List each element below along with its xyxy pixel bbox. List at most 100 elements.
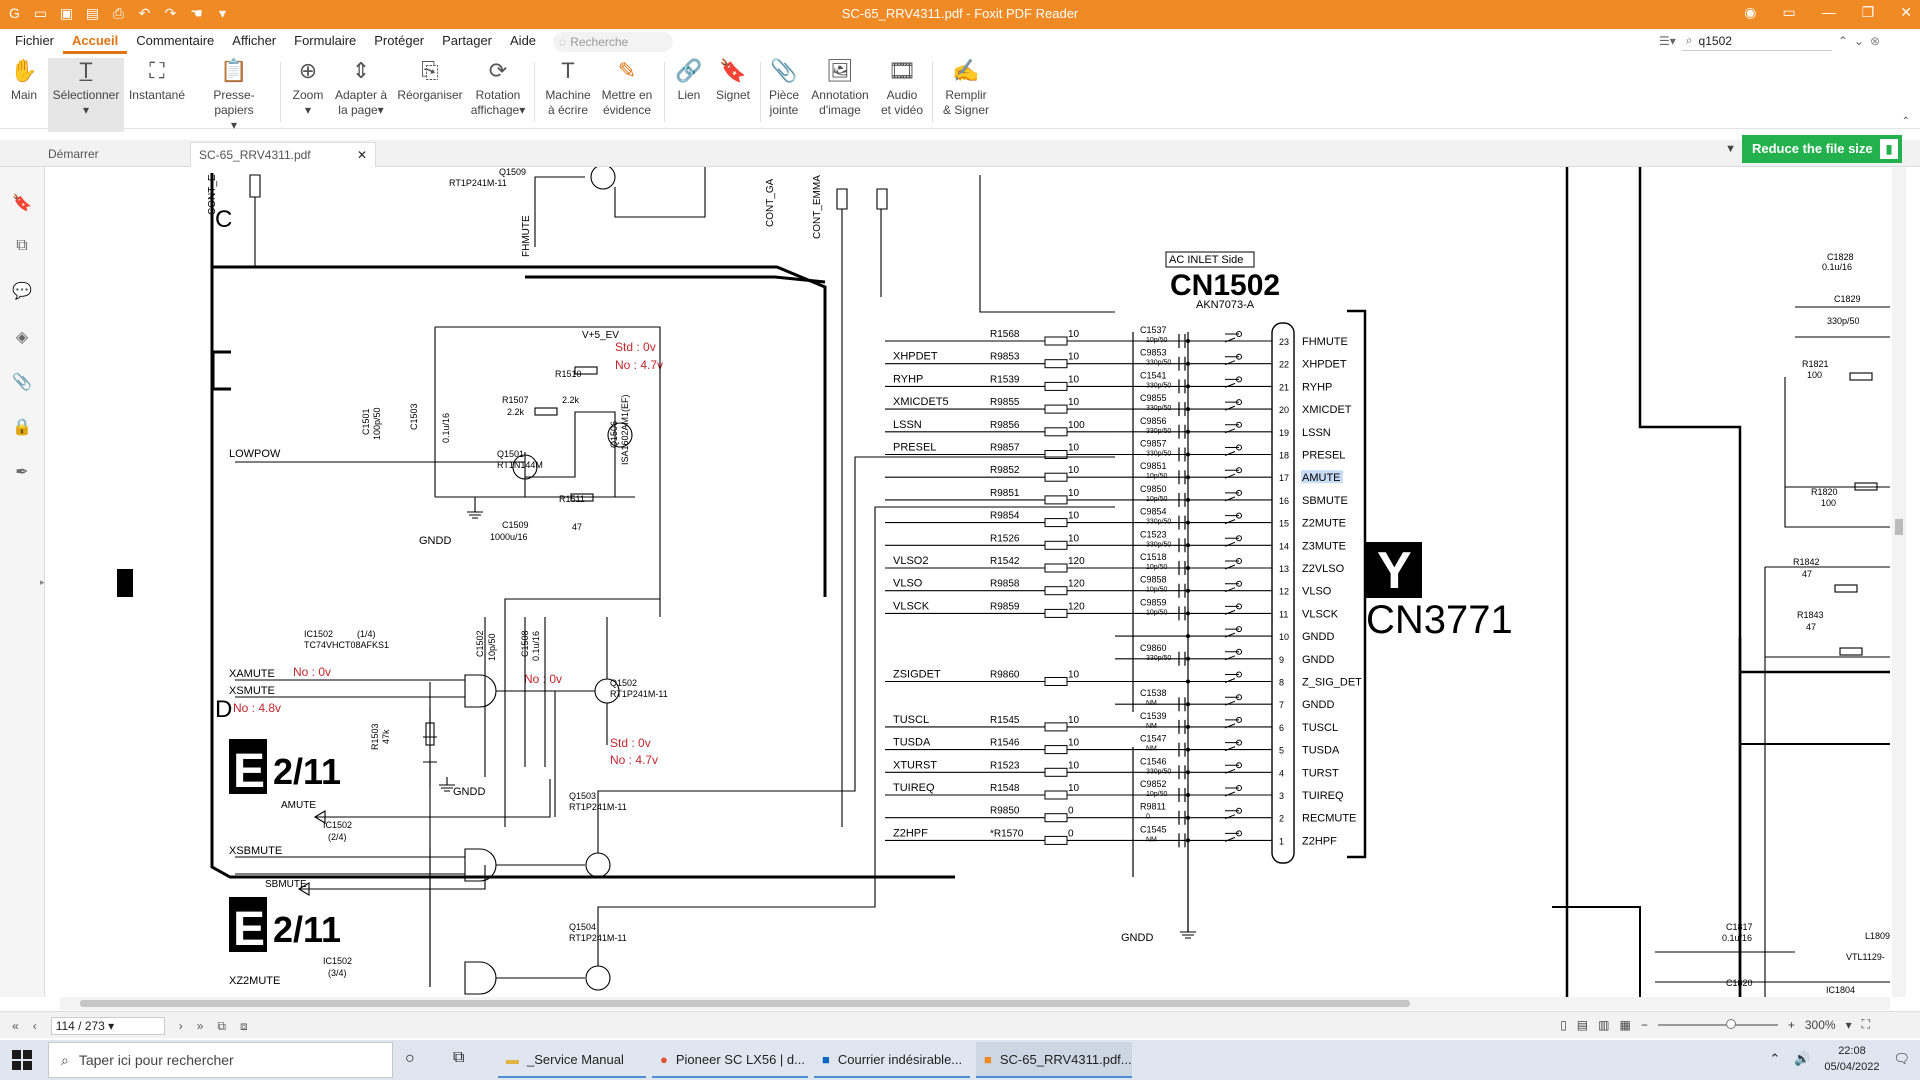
- next-page-icon[interactable]: ›: [178, 1019, 183, 1033]
- search-options-icon[interactable]: ☰▾: [1659, 34, 1676, 48]
- find-next-icon[interactable]: ⌄: [1853, 34, 1864, 48]
- junction-dot: [1186, 566, 1190, 570]
- tray-chevron-icon[interactable]: ⌃: [1769, 1051, 1781, 1066]
- find-clear-icon[interactable]: ⊗: [1869, 34, 1880, 48]
- c1817-ref: C1817: [1726, 922, 1753, 932]
- select-tool-button[interactable]: T̲ Sélectionner▾: [48, 58, 124, 132]
- save-icon[interactable]: ▣: [59, 5, 74, 21]
- resistor: [1044, 495, 1068, 505]
- print-icon[interactable]: ⎙: [112, 5, 125, 21]
- hand-tool-button[interactable]: ✋ Main: [6, 58, 42, 128]
- taskbar-item-explorer[interactable]: ▬ _Service Manual: [498, 1042, 646, 1078]
- zoom-slider[interactable]: [1657, 1018, 1778, 1029]
- resistor-value: 10: [1068, 783, 1080, 794]
- zoom-in-icon[interactable]: +: [1787, 1017, 1795, 1032]
- clock[interactable]: 22:08 05/04/2022: [1824, 1043, 1879, 1075]
- fullscreen-icon[interactable]: ⛶: [1861, 1017, 1870, 1031]
- tell-me-search[interactable]: ◌ Recherche: [553, 31, 674, 52]
- tab-list-dropdown-icon[interactable]: ▼: [1725, 143, 1736, 155]
- bookmark-button[interactable]: 🔖 Signet: [708, 58, 758, 128]
- fill-sign-button[interactable]: ✍ Remplir& Signer: [938, 58, 994, 128]
- bookmark-panel-icon[interactable]: 🔖: [12, 195, 32, 212]
- resistor-value: 10: [1068, 397, 1080, 408]
- collapse-ribbon-icon[interactable]: ⌃: [1901, 116, 1910, 127]
- continuous-facing-icon[interactable]: ▦: [1619, 1017, 1631, 1032]
- cortana-icon[interactable]: ○: [405, 1050, 415, 1067]
- zoom-dropdown-icon[interactable]: ▾: [1845, 1017, 1852, 1032]
- vertical-scroll-thumb[interactable]: [1895, 519, 1903, 535]
- zoom-level[interactable]: 300%: [1804, 1017, 1836, 1032]
- zoom-button[interactable]: ⊕ Zoom▾: [288, 58, 328, 128]
- open-folder-icon[interactable]: ▭: [33, 5, 48, 21]
- attachments-panel-icon[interactable]: 📎: [12, 374, 32, 391]
- clipboard-button[interactable]: 📋 Presse-papiers▾: [194, 58, 274, 132]
- menu-fichier[interactable]: Fichier: [15, 33, 55, 48]
- customize-icon[interactable]: ▾: [218, 5, 227, 21]
- snapshot-button[interactable]: ⛶ Instantané: [126, 58, 188, 128]
- redo-icon[interactable]: ↷: [164, 5, 177, 21]
- horizontal-scroll-thumb[interactable]: [80, 1000, 1410, 1007]
- copy-page-icon[interactable]: ⧉: [217, 1018, 226, 1033]
- link-button[interactable]: 🔗 Lien: [672, 58, 706, 128]
- taskbar-item-outlook[interactable]: ■ Courrier indésirable...: [814, 1042, 970, 1078]
- minimize-icon[interactable]: —: [1821, 4, 1836, 20]
- horizontal-scrollbar[interactable]: [60, 997, 1890, 1010]
- menu-afficher[interactable]: Afficher: [232, 33, 277, 48]
- resistor: [1044, 745, 1068, 755]
- taskbar-item-foxit[interactable]: ■ SC-65_RRV4311.pdf...: [976, 1042, 1132, 1078]
- single-page-icon[interactable]: ▯: [1560, 1017, 1567, 1032]
- undo-icon[interactable]: ↶: [138, 5, 151, 21]
- signature-panel-icon[interactable]: ✒: [15, 464, 29, 481]
- hand-menu-icon[interactable]: ☚: [190, 5, 203, 21]
- tab-document[interactable]: SC-65_RRV4311.pdf ✕: [190, 142, 376, 167]
- comments-panel-icon[interactable]: 💬: [12, 283, 32, 300]
- tab-start[interactable]: Démarrer: [40, 142, 190, 167]
- menu-commentaire[interactable]: Commentaire: [136, 33, 215, 48]
- facing-page-icon[interactable]: ▥: [1598, 1017, 1610, 1032]
- task-view-icon[interactable]: ⧉: [453, 1049, 465, 1066]
- paste-page-icon[interactable]: ⧈: [239, 1018, 248, 1033]
- pages-panel-icon[interactable]: ⧉: [16, 237, 28, 254]
- zoom-out-icon[interactable]: −: [1640, 1017, 1648, 1032]
- security-panel-icon[interactable]: 🔒: [12, 419, 32, 436]
- restore-icon[interactable]: ❐: [1861, 4, 1875, 20]
- layers-panel-icon[interactable]: ◈: [15, 329, 29, 346]
- continuous-page-icon[interactable]: ▤: [1576, 1017, 1589, 1032]
- find-prev-icon[interactable]: ⌃: [1837, 34, 1848, 48]
- menu-formulaire[interactable]: Formulaire: [294, 33, 357, 48]
- page-number-input[interactable]: 114 / 273 ▾: [50, 1017, 165, 1035]
- volume-icon[interactable]: 🔊: [1794, 1051, 1811, 1066]
- close-icon[interactable]: ✕: [1900, 4, 1912, 20]
- find-input[interactable]: ⌕ q1502: [1681, 31, 1832, 51]
- first-page-icon[interactable]: «: [12, 1019, 19, 1033]
- menu-partager[interactable]: Partager: [442, 33, 493, 48]
- zoom-slider-knob[interactable]: [1725, 1018, 1736, 1029]
- windows-start-icon[interactable]: [12, 1050, 32, 1070]
- reduce-file-size-banner[interactable]: Reduce the file size ▮: [1742, 135, 1902, 163]
- prev-page-icon[interactable]: ‹: [32, 1019, 37, 1033]
- account-icon[interactable]: ◉: [1744, 4, 1757, 20]
- menu-accueil[interactable]: Accueil: [63, 29, 128, 54]
- menu-aide[interactable]: Aide: [510, 33, 537, 48]
- new-icon[interactable]: ▤: [85, 5, 100, 21]
- pin-number: 2: [1279, 814, 1284, 824]
- ribbon-toggle-icon[interactable]: ▭: [1782, 4, 1796, 20]
- taskbar-search[interactable]: ⌕ Taper ici pour rechercher: [48, 1042, 393, 1078]
- menu-proteger[interactable]: Protéger: [374, 33, 425, 48]
- reorganize-button[interactable]: ⎘ Réorganiser: [396, 58, 464, 128]
- expand-panel-icon[interactable]: ▸: [40, 577, 45, 587]
- close-tab-icon[interactable]: ✕: [356, 148, 367, 162]
- taskbar-item-firefox[interactable]: ● Pioneer SC LX56 | d...: [652, 1042, 808, 1078]
- notifications-icon[interactable]: 🗨: [1893, 1051, 1910, 1066]
- last-page-icon[interactable]: »: [196, 1019, 204, 1033]
- vertical-scrollbar[interactable]: [1892, 167, 1906, 997]
- resistor-ref: R1568: [990, 329, 1020, 340]
